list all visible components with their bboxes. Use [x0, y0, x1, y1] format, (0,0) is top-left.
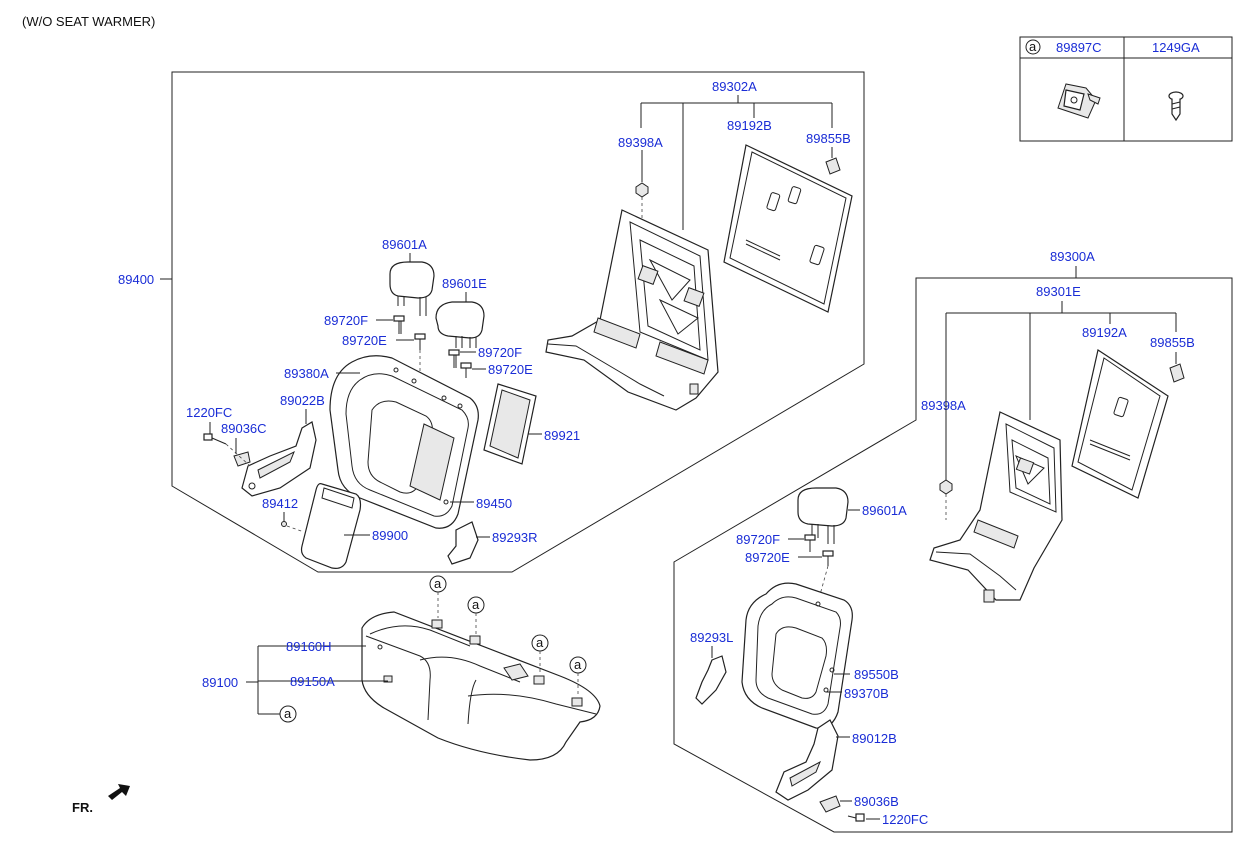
- callout-89720F-c[interactable]: 89720F: [736, 532, 780, 547]
- ref-marker-4: a: [569, 656, 587, 696]
- callout-89398A-top[interactable]: 89398A: [618, 135, 663, 150]
- trim-cover-89293L: [695, 655, 727, 705]
- svg-text:a: a: [434, 576, 442, 591]
- callout-89720E-a[interactable]: 89720E: [342, 333, 387, 348]
- callout-89012B[interactable]: 89012B: [852, 731, 897, 746]
- callout-89855B-right[interactable]: 89855B: [1150, 335, 1195, 350]
- guide-89720E-b: [460, 362, 472, 378]
- seatback-frame-right: [929, 411, 1063, 603]
- cap-89036C: [233, 451, 251, 467]
- ref-marker-3: a: [531, 634, 549, 674]
- callout-89192A[interactable]: 89192A: [1082, 325, 1127, 340]
- guide-89720E-a: [414, 333, 426, 378]
- callout-89601E[interactable]: 89601E: [442, 276, 487, 291]
- hinge-bracket-89022B: [241, 421, 317, 497]
- callout-89300A[interactable]: 89300A: [1050, 249, 1095, 264]
- callout-89036C[interactable]: 89036C: [221, 421, 267, 436]
- armrest-cover-89921: [483, 383, 537, 465]
- callout-89412[interactable]: 89412: [262, 496, 298, 511]
- nut-89398A-right: [939, 479, 953, 495]
- headrest-89601A-left: [389, 261, 435, 316]
- callout-89601A-left[interactable]: 89601A: [382, 237, 427, 252]
- seatback-frame-left: [545, 209, 719, 411]
- legend-table: a 89897C 1249GA: [1019, 36, 1233, 142]
- callout-89601A-right[interactable]: 89601A: [862, 503, 907, 518]
- group-outline-89300A: [673, 277, 1233, 833]
- ref-marker-2: a: [467, 596, 485, 634]
- callout-1220FC-right[interactable]: 1220FC: [882, 812, 928, 827]
- callout-89192B[interactable]: 89192B: [727, 118, 772, 133]
- seatback-89370B: [741, 582, 853, 729]
- callout-89100[interactable]: 89100: [202, 675, 238, 690]
- callout-89293L[interactable]: 89293L: [690, 630, 733, 645]
- callout-89160H[interactable]: 89160H: [286, 639, 332, 654]
- seat-cushion-89100: [361, 611, 601, 761]
- callout-89720E-b[interactable]: 89720E: [488, 362, 533, 377]
- headrest-89601A-right: [797, 487, 849, 544]
- bolt-1220FC-left: [203, 433, 227, 445]
- screw-icon: [1168, 91, 1184, 122]
- plug-89412: [281, 521, 287, 527]
- callout-89302A[interactable]: 89302A: [712, 79, 757, 94]
- callout-1220FC-left[interactable]: 1220FC: [186, 405, 232, 420]
- svg-text:a: a: [472, 597, 480, 612]
- hinge-bracket-89012B: [775, 719, 839, 801]
- seatback-cover-89192B: [723, 144, 853, 313]
- svg-text:a: a: [536, 635, 544, 650]
- callout-89720E-c[interactable]: 89720E: [745, 550, 790, 565]
- callout-89301E[interactable]: 89301E: [1036, 284, 1081, 299]
- guide-89720F-c: [804, 534, 816, 552]
- clip-icon: [1057, 83, 1101, 119]
- ref-marker-5: a: [279, 705, 297, 723]
- nut-89398A-left: [635, 182, 649, 198]
- guide-89720F-b: [448, 349, 460, 368]
- clip-89855B-right: [1169, 363, 1185, 383]
- callout-89720F-b[interactable]: 89720F: [478, 345, 522, 360]
- callout-89921[interactable]: 89921: [544, 428, 580, 443]
- callout-89720F-a[interactable]: 89720F: [324, 313, 368, 328]
- callout-89855B-top[interactable]: 89855B: [806, 131, 851, 146]
- bolt-1220FC-right: [847, 813, 865, 822]
- armrest-89900: [300, 483, 362, 569]
- callout-89022B[interactable]: 89022B: [280, 393, 325, 408]
- cap-89036B: [819, 795, 841, 813]
- callout-89398A-right[interactable]: 89398A: [921, 398, 966, 413]
- callout-89550B[interactable]: 89550B: [854, 667, 899, 682]
- clip-89855B-left: [825, 157, 841, 175]
- guide-89720F-a: [393, 315, 405, 334]
- callout-89036B[interactable]: 89036B: [854, 794, 899, 809]
- seatback-89380A: [329, 355, 479, 529]
- seatback-cover-89192A: [1071, 349, 1169, 499]
- legend-col1-part[interactable]: 89897C: [1056, 40, 1102, 55]
- callout-89150A[interactable]: 89150A: [290, 674, 335, 689]
- legend-ref-mark: a: [1029, 39, 1037, 54]
- front-indicator-label: FR.: [72, 800, 93, 815]
- svg-text:a: a: [284, 706, 292, 721]
- group-outline-89400: [171, 71, 865, 573]
- callout-89450[interactable]: 89450: [476, 496, 512, 511]
- callout-89380A[interactable]: 89380A: [284, 366, 329, 381]
- legend-ref-circle: [1025, 39, 1041, 55]
- legend-col2-part[interactable]: 1249GA: [1152, 40, 1200, 55]
- headrest-89601E: [435, 301, 485, 348]
- front-arrow-icon: [108, 784, 130, 800]
- ref-marker-1: a: [429, 575, 447, 618]
- trim-cover-89293R: [447, 521, 479, 565]
- callout-89370B[interactable]: 89370B: [844, 686, 889, 701]
- variant-note: (W/O SEAT WARMER): [22, 14, 155, 29]
- svg-text:a: a: [574, 657, 582, 672]
- callout-89293R[interactable]: 89293R: [492, 530, 538, 545]
- callout-89900[interactable]: 89900: [372, 528, 408, 543]
- callout-89400[interactable]: 89400: [118, 272, 154, 287]
